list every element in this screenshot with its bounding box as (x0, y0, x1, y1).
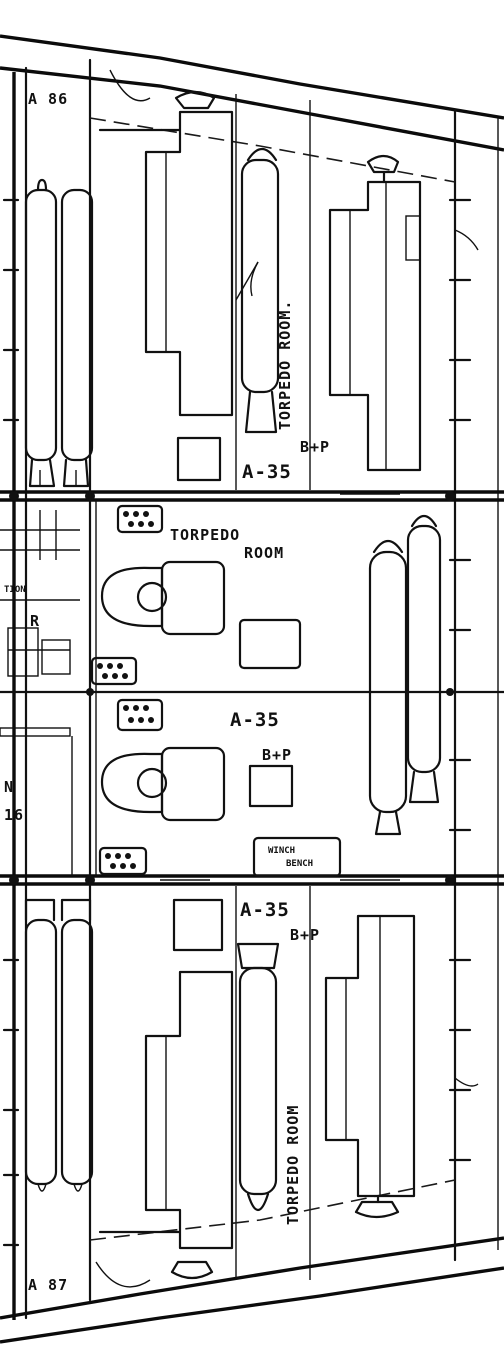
frame-ticks-right (448, 198, 472, 1162)
winch-label: WINCH (268, 846, 295, 856)
lower-torpedo-room: A-35 B+P TORPEDO ROOM A 87 (24, 898, 416, 1294)
station-fragment-label: TION (4, 585, 26, 595)
upper-center-torpedo (235, 147, 280, 434)
fragment-r-label: R (30, 612, 40, 630)
lower-rack-left-outline (98, 970, 234, 1250)
upper-small-tank (176, 436, 222, 482)
mid-torpedo-right (406, 514, 442, 804)
frame-top-label: A 86 (28, 90, 68, 108)
lower-left-torpedo-2 (60, 898, 94, 1192)
a35-upper-label: A-35 (242, 461, 292, 483)
mid-tank (238, 618, 302, 670)
partitions (88, 58, 311, 1302)
torpedo-room-lower-label: TORPEDO ROOM (284, 1105, 302, 1225)
ammo-rack-3 (116, 698, 164, 732)
upper-torpedo-room: TORPEDO ROOM. B+P A-35 A 86 (24, 90, 422, 488)
mid-left-compartment: TION R N 16 (0, 510, 80, 876)
btp-mid-label: B+P (262, 746, 292, 764)
mid-torpedo-left (368, 539, 408, 836)
torpedo-room-mid-line2: ROOM (244, 544, 284, 562)
middle-torpedo-room: TION R N 16 (0, 504, 442, 878)
ammo-rack-4 (98, 846, 148, 876)
bench-label: BENCH (286, 859, 313, 869)
fragment-n-label: N (4, 778, 14, 796)
tube-breech-upper (100, 560, 226, 636)
ammo-rack-1 (116, 504, 164, 534)
winch-bench: WINCH BENCH (252, 836, 342, 878)
a35-mid-label: A-35 (230, 709, 280, 731)
detail-marks (95, 69, 479, 1288)
mid-small-tank (248, 764, 294, 808)
dashed-lines (89, 117, 456, 1241)
lower-left-torpedo-1 (24, 898, 58, 1192)
lower-small-tank (172, 898, 224, 952)
tube-breech-lower (100, 746, 226, 822)
torpedo-room-mid-line1: TORPEDO (170, 526, 240, 544)
frame-ticks-left (2, 198, 20, 1247)
btp-lower-label: B+P (290, 926, 320, 944)
lower-center-torpedo (236, 942, 280, 1212)
upper-left-torpedo-2 (60, 188, 94, 488)
bulkheads (0, 490, 504, 886)
upper-rack-left-outline (98, 110, 234, 417)
fragment-16-label: 16 (4, 806, 24, 824)
a35-lower-label: A-35 (240, 899, 290, 921)
upper-left-torpedo-1 (24, 178, 58, 488)
btp-upper-label: B+P (300, 438, 330, 456)
upper-rack-right-outline (328, 180, 422, 472)
frame-bottom-label: A 87 (28, 1276, 68, 1294)
ammo-rack-2 (90, 656, 138, 686)
lower-rack-right-outline (324, 914, 416, 1198)
torpedo-room-upper-label: TORPEDO ROOM. (276, 300, 294, 430)
upper-top-fixture (174, 90, 400, 184)
